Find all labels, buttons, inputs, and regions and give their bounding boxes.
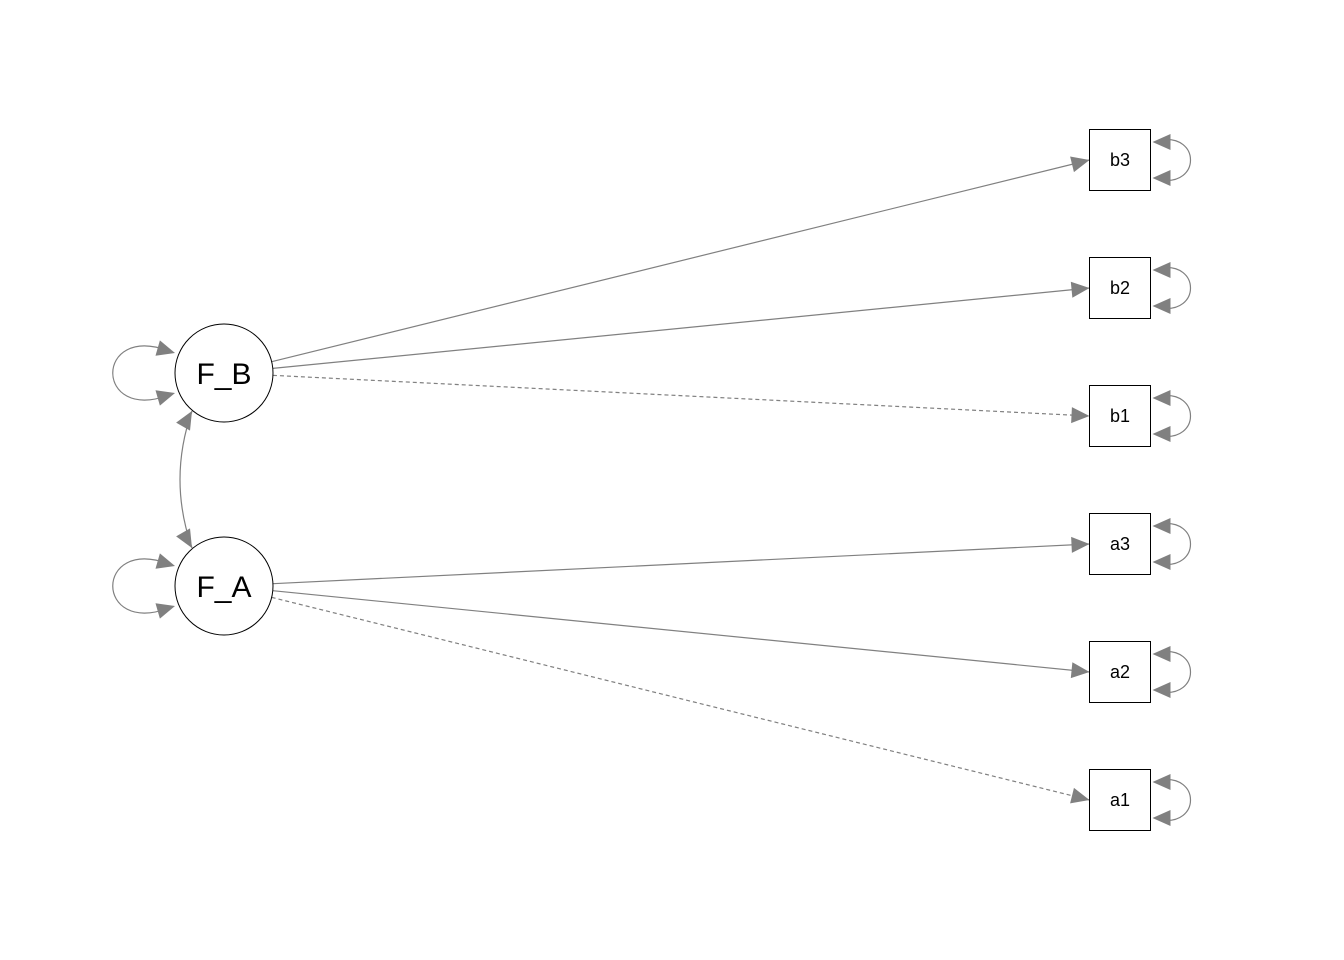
observed-box [1089, 769, 1151, 831]
residual-loop-b1 [1152, 390, 1192, 442]
latent-circle [174, 323, 274, 423]
variance-loop-F_A [112, 553, 175, 619]
arrowhead-icon [1071, 536, 1090, 553]
observed-box [1089, 513, 1151, 575]
arrowhead-icon [155, 553, 175, 569]
observed-label: a1 [1110, 790, 1130, 810]
arrowhead-icon [1070, 281, 1090, 298]
arrowhead-icon [1152, 298, 1171, 314]
loading-line [272, 590, 1090, 673]
observed-box [1089, 641, 1151, 703]
arrowhead-icon [176, 411, 192, 431]
arrowhead-icon [1071, 407, 1090, 424]
arrowhead-icon [1070, 787, 1090, 804]
observed-label: b2 [1110, 278, 1130, 298]
latent-label: F_B [196, 358, 251, 391]
loading-line [272, 543, 1090, 585]
observed-node-b2: b2 [1089, 257, 1151, 319]
covariance-path-F_B-F_A [176, 410, 193, 549]
loading-line [272, 287, 1090, 369]
variance-curve [112, 558, 170, 614]
arrowhead-icon [1152, 682, 1171, 698]
observed-label: b3 [1110, 150, 1130, 170]
variance-loop-F_B [112, 340, 175, 406]
residual-loop-b2 [1152, 262, 1192, 314]
covariance-curve [179, 410, 193, 549]
arrowhead-icon [1152, 774, 1171, 790]
latent-node-F_A: F_A [174, 536, 274, 636]
loading-line [271, 596, 1090, 801]
residual-curve [1160, 139, 1192, 181]
arrowhead-icon [1152, 134, 1171, 150]
observed-node-a1: a1 [1089, 769, 1151, 831]
residual-loop-a2 [1152, 646, 1192, 698]
arrowhead-icon [1152, 518, 1171, 534]
residual-curve [1160, 523, 1192, 565]
arrowhead-icon [1152, 262, 1171, 278]
arrowhead-icon [1070, 156, 1090, 173]
loading-path-F_A-a1 [271, 596, 1090, 804]
arrowhead-icon [155, 603, 175, 619]
arrowhead-icon [1152, 554, 1171, 570]
nodes-layer: F_B F_A b3 b2 b1 a3 a2 a1 [174, 129, 1151, 831]
variance-curve [112, 345, 170, 401]
observed-node-b1: b1 [1089, 385, 1151, 447]
latent-circle [174, 536, 274, 636]
latent-label: F_A [196, 571, 251, 604]
loading-line [272, 374, 1090, 417]
residual-curve [1160, 779, 1192, 821]
observed-label: a2 [1110, 662, 1130, 682]
loading-path-F_B-b2 [272, 281, 1090, 369]
observed-box [1089, 129, 1151, 191]
observed-box [1089, 385, 1151, 447]
loading-line [271, 159, 1090, 363]
loading-path-F_B-b1 [272, 374, 1090, 424]
residual-loop-a3 [1152, 518, 1192, 570]
arrowhead-icon [155, 340, 175, 356]
loading-path-F_B-b3 [271, 156, 1090, 363]
arrowhead-icon [155, 390, 175, 406]
residual-curve [1160, 651, 1192, 693]
observed-node-a2: a2 [1089, 641, 1151, 703]
observed-node-a3: a3 [1089, 513, 1151, 575]
arrowhead-icon [176, 528, 192, 548]
residual-curve [1160, 395, 1192, 437]
residual-loop-a1 [1152, 774, 1192, 826]
arrowhead-icon [1152, 390, 1171, 406]
residual-curve [1160, 267, 1192, 309]
loading-path-F_A-a3 [272, 536, 1090, 585]
arrowhead-icon [1070, 662, 1090, 679]
residual-loop-b3 [1152, 134, 1192, 186]
arrowhead-icon [1152, 646, 1171, 662]
observed-label: a3 [1110, 534, 1130, 554]
observed-box [1089, 257, 1151, 319]
arrowhead-icon [1152, 426, 1171, 442]
arrowhead-icon [1152, 170, 1171, 186]
arrowhead-icon [1152, 810, 1171, 826]
observed-node-b3: b3 [1089, 129, 1151, 191]
latent-node-F_B: F_B [174, 323, 274, 423]
observed-label: b1 [1110, 406, 1130, 426]
edges-layer [112, 134, 1192, 826]
loading-path-F_A-a2 [272, 590, 1090, 679]
